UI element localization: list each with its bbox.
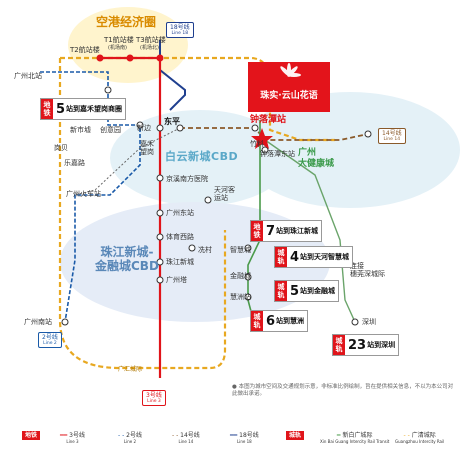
project-logo: 珠实·云山花语: [248, 62, 330, 112]
guangqing-label: 广汇城际: [118, 366, 143, 373]
station-huizhou: 慧洲站: [230, 293, 251, 301]
xinbaiguang-line: [247, 120, 261, 316]
station-guangzhou-north: 广州北站: [14, 72, 42, 80]
tag-huizhou: 城轨 6 站到慧洲: [250, 310, 309, 332]
zone-zhujiang: 珠江新城- 金融城CBD: [95, 245, 159, 273]
line2: [40, 71, 141, 323]
station-dots: [61, 54, 372, 326]
station-tianhe: 天河客运站: [214, 186, 235, 202]
station-t2: T2航站楼: [70, 46, 100, 54]
station-t3: T3航站楼: [136, 36, 166, 44]
station-guangzhou-huochezhan: 广州火车站: [66, 190, 101, 198]
station-guangzhou-ta: 广州塔: [166, 276, 187, 284]
tag-zhihui: 城轨 4 站到天河智慧城: [274, 246, 354, 268]
station-tiyu-xi: 体育西路: [166, 233, 194, 241]
station-t1: T1航站楼: [104, 36, 134, 44]
connector-grey: [74, 127, 181, 196]
tag-jiahe: 地铁 5 站到嘉禾望岗商圈: [40, 98, 127, 120]
station-jinrong: 金融城: [230, 272, 251, 280]
project-star: [251, 128, 273, 149]
station-zhulan: 竹料: [250, 140, 264, 148]
tag-zhujiang: 地铁 7 站到珠江新城: [250, 220, 323, 242]
station-guangzhou-east: 广州东站: [166, 209, 194, 217]
zone-baiyun: 白云新城CBD: [165, 150, 239, 163]
zone-airport: 空港经济圈: [96, 15, 157, 29]
xinbaiguang-line-2: [264, 139, 356, 323]
station-zhongluotan: 钟落潭站: [250, 115, 287, 125]
station-xinbian: 新边: [137, 124, 151, 132]
airport-zone: [68, 7, 188, 83]
tag-shenzhen: 城轨 23 站到深圳: [332, 334, 400, 356]
station-lecun: 冼村: [198, 246, 212, 254]
info-icon: ●: [232, 384, 237, 390]
station-leyuan: 乐嘉路: [64, 159, 85, 167]
station-jingxi: 京溪南方医院: [166, 175, 208, 183]
logo-text: 珠实·云山花语: [260, 91, 318, 101]
health-zone: [240, 92, 460, 208]
station-t3-sub: (机场北): [140, 45, 159, 51]
station-guangzhou-nan: 广州南站: [24, 318, 52, 326]
station-zhihui: 智慧城: [230, 246, 251, 254]
station-zhujiang-xc: 珠江新城: [166, 258, 194, 266]
station-t1-sub: (机场南): [108, 45, 127, 51]
station-chuangyi: 创意园: [100, 126, 121, 134]
station-xinshi: 新市墟: [70, 126, 91, 134]
tag-jinrong: 城轨 5 站到金融城: [274, 280, 340, 302]
station-gangding: 岗贝: [54, 144, 68, 152]
station-shenzhen: 深圳: [362, 318, 376, 326]
legend-intercity: 城轨: [286, 431, 305, 440]
disclaimer-note: ● 本图为城市空间及交通规划示意，非标准比例绘制，旨在提供相关信息，不以为本公司…: [232, 384, 454, 397]
station-dongping: 东平: [164, 117, 180, 126]
station-zhongluotan-east: 钟落潭东站: [260, 150, 295, 158]
station-jiahe: 嘉禾望岗: [140, 140, 154, 156]
legend-subway: 地铁: [22, 431, 41, 440]
zone-health: 广州 大健康城: [298, 148, 335, 169]
flower-icon: [280, 63, 301, 77]
station-dongguan-connect: 连接 穗莞深城际: [350, 262, 385, 278]
